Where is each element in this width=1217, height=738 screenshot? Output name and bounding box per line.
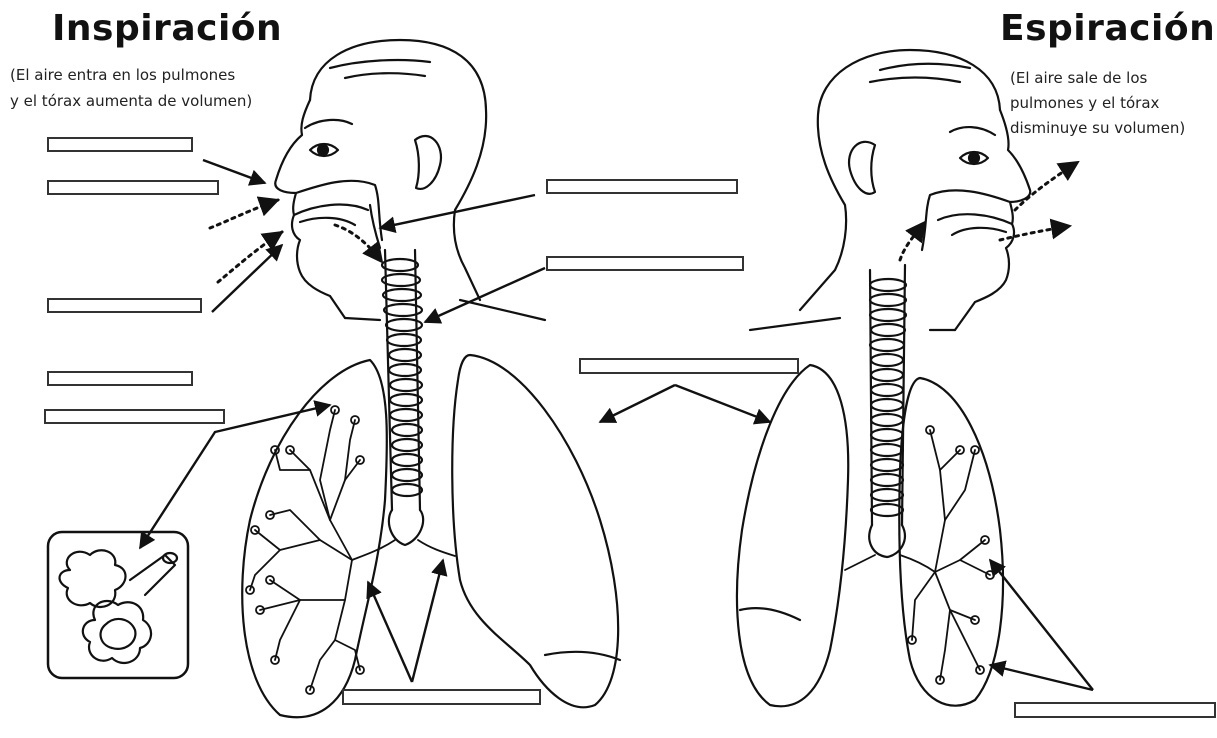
alveoli-inset [48, 532, 188, 678]
right-bronchial-tree [845, 426, 994, 684]
left-head [275, 40, 545, 320]
left-left-lung [452, 355, 620, 707]
answer-box-nostrils[interactable] [48, 181, 218, 194]
answer-box-mouth[interactable] [48, 299, 201, 312]
answer-box-bottom-center[interactable] [343, 690, 540, 704]
right-trachea [869, 265, 906, 557]
answer-box-nose[interactable] [48, 138, 192, 151]
answer-box-bronchioles[interactable] [45, 410, 224, 423]
left-trachea [382, 250, 423, 545]
answer-box-bronchi[interactable] [48, 372, 192, 385]
answer-box-lungs-compare[interactable] [580, 359, 798, 373]
answer-box-trachea[interactable] [547, 257, 743, 270]
right-head [750, 50, 1030, 330]
answer-box-pharynx[interactable] [547, 180, 737, 193]
right-left-lung [899, 378, 1003, 706]
left-right-lung [242, 360, 387, 717]
answer-box-bottom-right[interactable] [1015, 703, 1215, 717]
